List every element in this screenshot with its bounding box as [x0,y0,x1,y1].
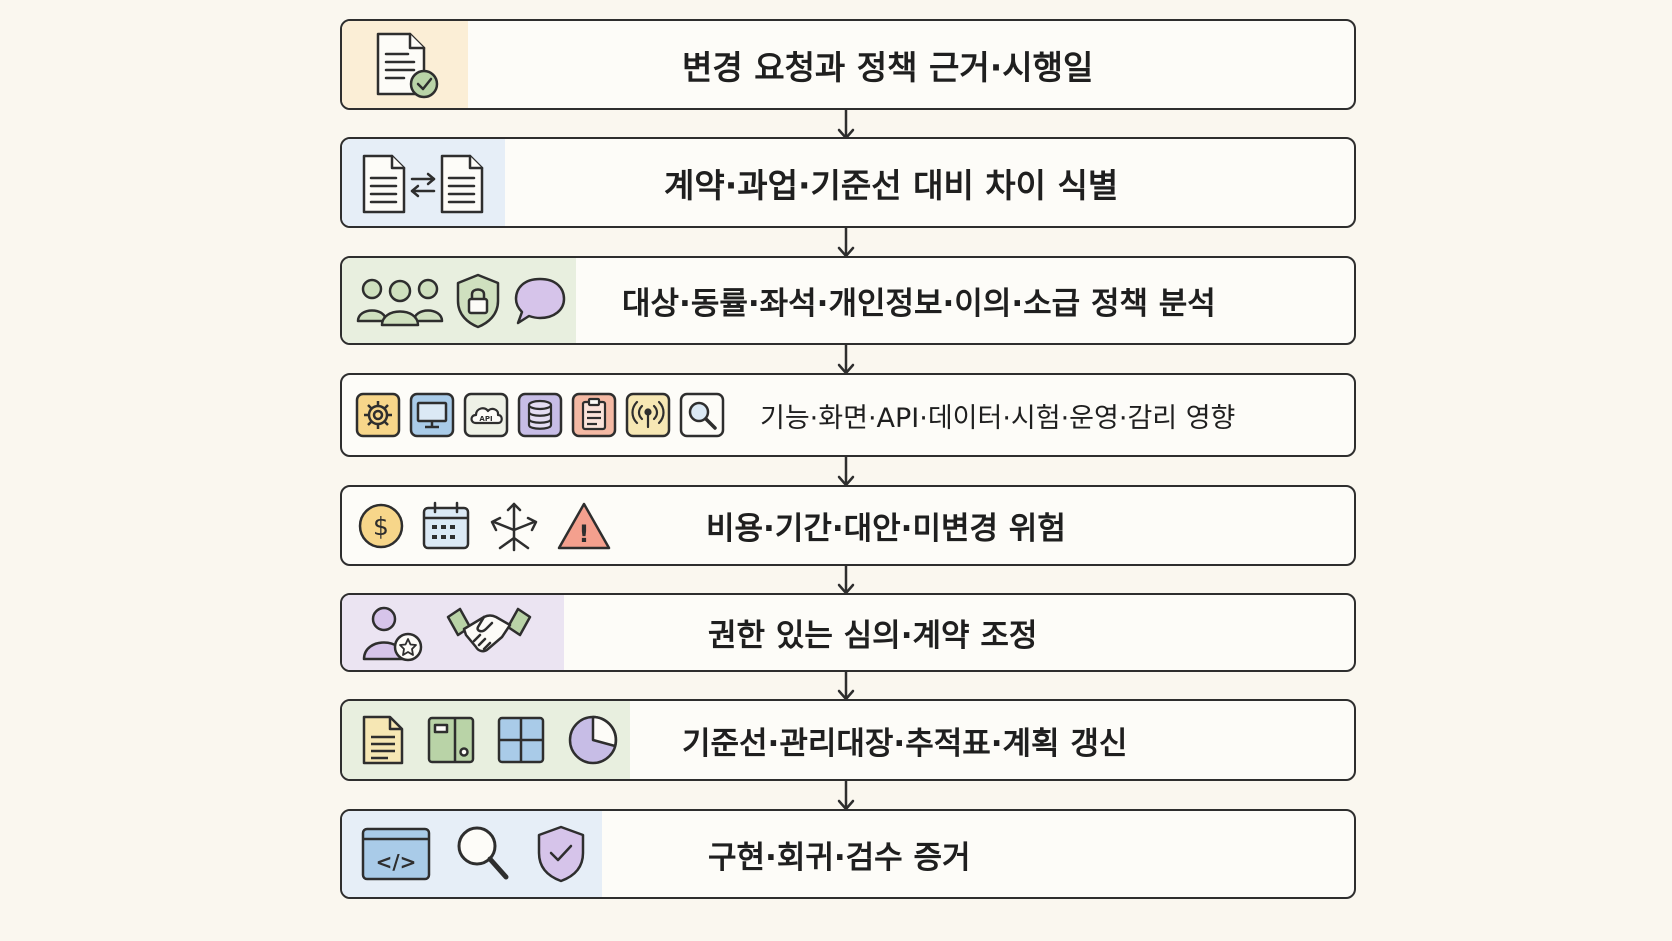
step-5-label: 비용·기간·대안·미변경 위험 [706,511,1066,547]
step-approval: 권한 있는 심의·계약 조정 [340,593,1356,672]
signal-icon [625,392,671,438]
clipboard-icon [571,392,617,438]
shield-check-icon [537,825,585,883]
dollar-coin-icon: $ [358,503,404,548]
chat-bubble-icon [514,277,566,324]
step-1-icon-panel [342,21,468,108]
step-3-label: 대상·동률·좌석·개인정보·이의·소급 정책 분석 [622,286,1216,322]
shield-lock-icon [456,273,500,328]
database-icon [517,392,563,438]
arrow-3-4 [837,343,855,375]
search-icon [457,826,509,880]
table-grid-icon [497,716,545,764]
arrow-4-5 [837,455,855,487]
document-compare-icon [362,154,484,213]
step-impact-analysis: API [340,373,1356,457]
step-change-request: 변경 요청과 정책 근거·시행일 [340,19,1356,110]
step-policy-analysis: 대상·동률·좌석·개인정보·이의·소급 정책 분석 [340,256,1356,345]
step-baseline-update: 기준선·관리대장·추적표·계획 갱신 [340,699,1356,781]
pie-chart-icon [568,715,618,765]
warning-icon: ! [557,502,611,549]
step-8-label: 구현·회귀·검수 증거 [708,839,971,876]
step-7-icon-panel [342,701,630,779]
arrow-7-8 [837,779,855,811]
step-6-icon-panel [342,595,564,670]
step-4-icon-panel: API [342,375,725,455]
code-window-icon: </> [361,827,431,881]
step-2-label: 계약·과업·기준선 대비 차이 식별 [664,165,1119,205]
handshake-icon [446,607,532,652]
step-evidence: </> 구현·회귀·검수 증거 [340,809,1356,899]
dollar-mark: $ [373,512,389,541]
branch-arrows-icon [490,502,538,551]
step-6-label: 권한 있는 심의·계약 조정 [708,618,1038,654]
arrow-5-6 [837,564,855,595]
calendar-icon [422,501,470,549]
gear-icon [355,392,401,438]
step-baseline-diff: 계약·과업·기준선 대비 차이 식별 [340,137,1356,228]
binder-icon [427,716,475,764]
step-cost-risk: $ ! 비용·기간·대안·미변경 위험 [340,485,1356,566]
step-1-label: 변경 요청과 정책 근거·시행일 [682,47,1094,87]
user-star-icon [362,606,423,661]
arrow-2-3 [837,226,855,258]
arrow-6-7 [837,670,855,701]
step-2-icon-panel [342,139,505,226]
people-group-icon [356,278,444,326]
step-4-label: 기능·화면·API·데이터·시험·운영·감리 영향 [760,402,1236,434]
step-8-icon-panel: </> [342,811,602,897]
api-text: API [479,415,492,423]
step-5-icon-panel: $ ! [342,487,632,564]
step-7-label: 기준선·관리대장·추적표·계획 갱신 [682,725,1128,762]
magnifier-icon [679,392,725,438]
code-text: </> [376,850,417,874]
monitor-icon [409,392,455,438]
cloud-api-icon: API [463,392,509,438]
arrow-1-2 [837,108,855,140]
document-lines-icon [362,715,404,765]
step-3-icon-panel [342,258,576,343]
document-check-icon [376,32,439,98]
warning-mark: ! [579,520,590,548]
